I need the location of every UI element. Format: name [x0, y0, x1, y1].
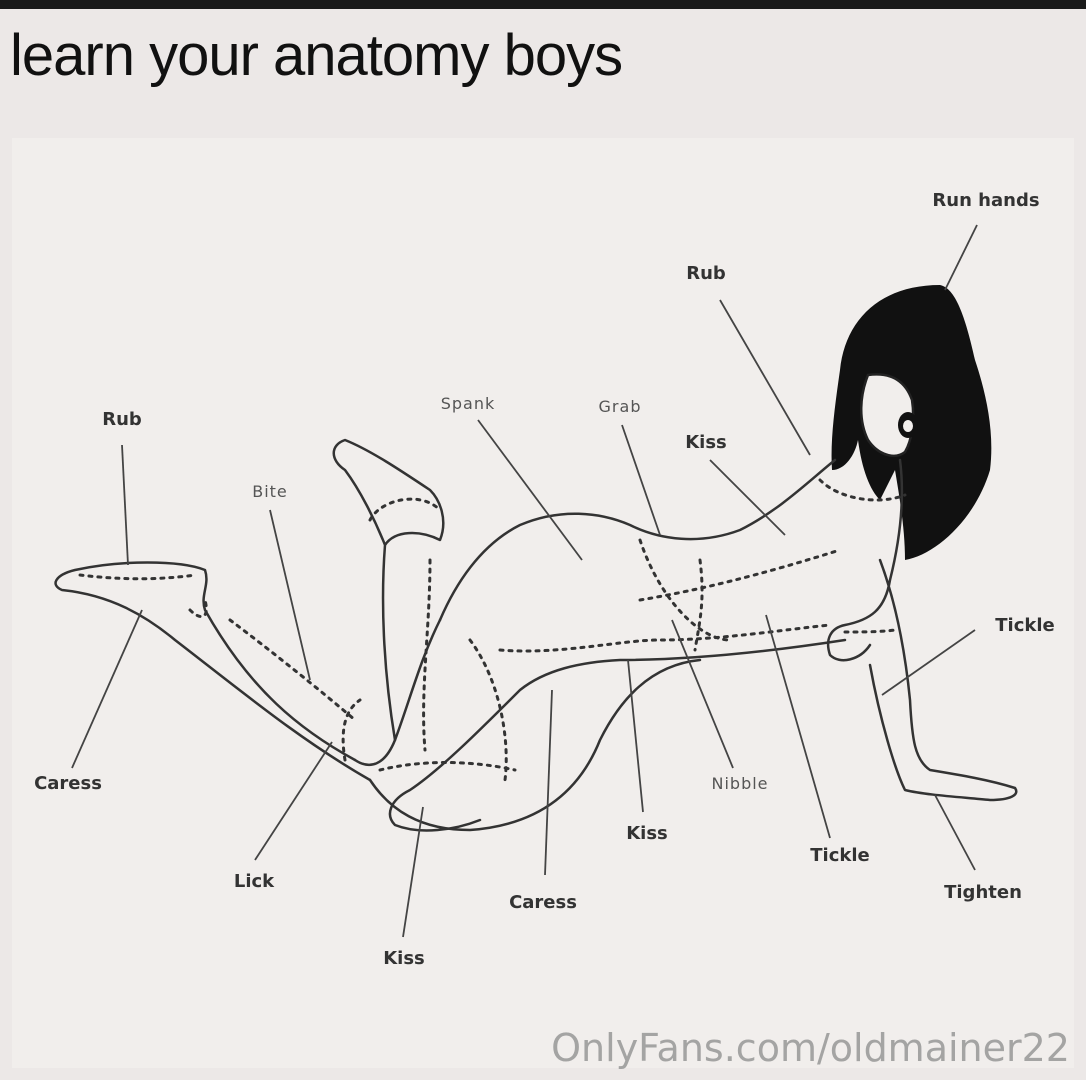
extended-leg-outline: [54, 561, 372, 782]
label-lick: Lick: [233, 871, 275, 892]
face-shape: [860, 373, 915, 457]
arm-outline: [868, 558, 1018, 802]
label-tighten: Tighten: [944, 882, 1022, 903]
torso-outline: [388, 638, 847, 832]
label-run-hands: Run hands: [932, 190, 1040, 211]
label-bite: Bite: [252, 482, 288, 501]
label-tickle-arm: Tickle: [995, 615, 1055, 636]
page-title: learn your anatomy boys: [10, 23, 623, 88]
label-nibble: Nibble: [711, 774, 769, 793]
label-rub-foot: Rub: [102, 409, 142, 430]
watermark: OnlyFans.com/oldmainer22: [551, 1026, 1070, 1070]
label-kiss-knee: Kiss: [383, 948, 425, 969]
front-outline: [826, 458, 904, 662]
label-caress-foot: Caress: [34, 773, 102, 794]
raised-leg-outline: [332, 438, 445, 742]
back-outline: [438, 458, 837, 622]
label-caress-thigh: Caress: [509, 892, 577, 913]
hip-outline: [368, 658, 702, 832]
label-spank: Spank: [440, 394, 496, 413]
label-grab: Grab: [598, 397, 642, 416]
label-kiss-chest: Kiss: [685, 432, 727, 453]
label-kiss-waist: Kiss: [626, 823, 668, 844]
label-rub-neck: Rub: [686, 263, 726, 284]
label-tickle-side: Tickle: [810, 845, 870, 866]
top-bar: [0, 0, 1086, 9]
